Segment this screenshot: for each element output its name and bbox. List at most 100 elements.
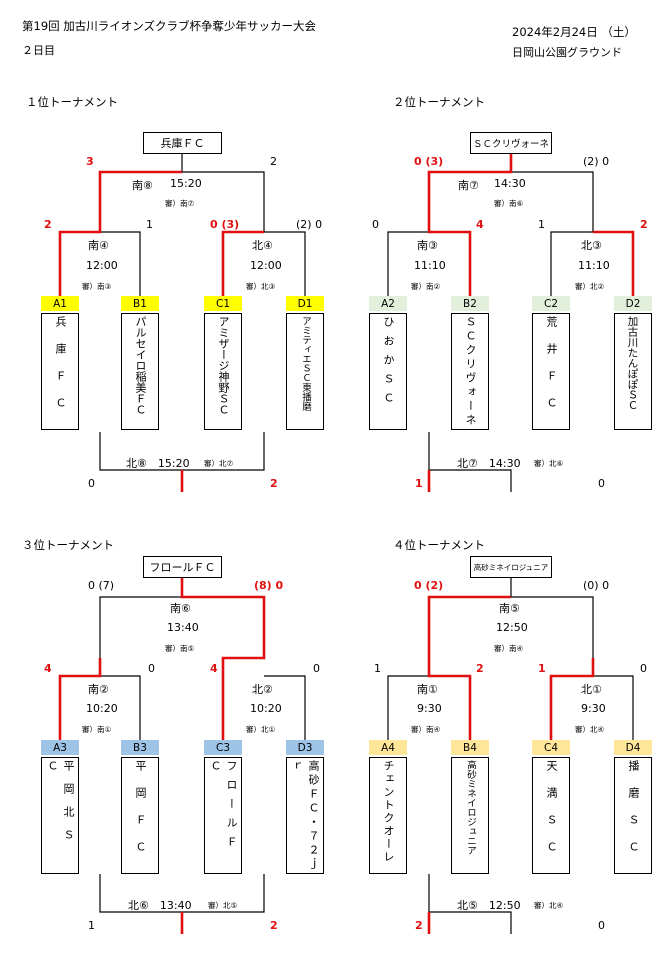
t1-semi-right-score-right: (2) 0: [296, 218, 323, 231]
t2-team-d2: 加古川たんぽぽＳＣ: [614, 313, 652, 430]
t2-semi-right-score-right: 2: [640, 218, 648, 231]
t3-label-c3: C3: [204, 740, 242, 755]
t1-third-score-right: 2: [270, 477, 278, 490]
t3-semi-left-score-left: 4: [44, 662, 52, 675]
t3-final-time: 13:40: [167, 621, 199, 634]
t1-team-d1: アミティエＳＣ東播磨: [286, 313, 324, 430]
t2-winner-box: ＳＣクリヴォーネ: [470, 132, 552, 154]
t1-label-b1: B1: [121, 296, 159, 311]
t3-label-a3: A3: [41, 740, 79, 755]
t4-semi-left-venue: 南①: [417, 683, 438, 696]
t3-winner-box: フロールＦＣ: [143, 556, 222, 578]
t4-third-place-ref: 審）北④: [534, 901, 564, 910]
t4-team-a4: チェントクオーレ: [369, 757, 407, 874]
t2-semi-left-score-right: 4: [476, 218, 484, 231]
t1-final-ref: 審）南⑦: [165, 199, 195, 208]
t3-semi-left-ref: 審）南①: [82, 725, 112, 734]
t1-final-venue: 南⑧: [132, 179, 153, 192]
t1-semi-left-venue: 南④: [88, 239, 109, 252]
t1-semi-left-ref: 審）南③: [82, 282, 112, 291]
t4-semi-right-score-left: 1: [538, 662, 546, 675]
t4-final-time: 12:50: [496, 621, 528, 634]
t2-label-d2: D2: [614, 296, 652, 311]
t3-semi-right-ref: 審）北①: [246, 725, 276, 734]
t2-semi-left-time: 11:10: [414, 259, 446, 272]
t2-semi-right-ref: 審）北②: [575, 282, 605, 291]
t4-third-place-match: 北⑤ 12:50: [457, 899, 521, 912]
t4-heading: ４位トーナメント: [393, 538, 485, 552]
t4-team-b4: 高砂ミネイロジュニア: [451, 757, 489, 874]
t2-semi-right-score-left: 1: [538, 218, 545, 231]
t3-team-c3: フロールＦＣ: [204, 757, 242, 874]
t1-final-time: 15:20: [170, 177, 202, 190]
t2-semi-right-venue: 北③: [581, 239, 602, 252]
t4-team-d4: 播磨ＳＣ: [614, 757, 652, 874]
t4-semi-left-score-right: 2: [476, 662, 484, 675]
tournament-title: 第19回 加古川ライオンズクラブ杯争奪少年サッカー大会: [22, 19, 317, 33]
t3-semi-right-time: 10:20: [250, 702, 282, 715]
t1-label-c1: C1: [204, 296, 242, 311]
t1-semi-left-score-right: 1: [146, 218, 153, 231]
t2-final-ref: 審）南⑥: [494, 199, 524, 208]
t2-final-score-right: (2) 0: [583, 155, 610, 168]
t3-team-b3: 平岡ＦＣ: [121, 757, 159, 874]
t1-heading: １位トーナメント: [26, 95, 118, 109]
t2-third-score-right: 0: [598, 477, 605, 490]
t3-team-d3: 高砂ＦＣ・７２ｊｒ: [286, 757, 324, 874]
t3-semi-right-score-left: 4: [210, 662, 218, 675]
t1-semi-right-time: 12:00: [250, 259, 282, 272]
t3-third-score-right: 2: [270, 919, 278, 932]
t3-semi-right-score-right: 0: [313, 662, 320, 675]
t2-team-c2: 荒井ＦＣ: [532, 313, 570, 430]
date-label: 2024年2月24日 （土）: [512, 25, 636, 39]
t4-final-ref: 審）南④: [494, 644, 524, 653]
t1-semi-left-time: 12:00: [86, 259, 118, 272]
t2-third-place-match: 北⑦ 14:30: [457, 457, 521, 470]
t2-third-score-left: 1: [415, 477, 423, 490]
t2-final-score-left: 0 (3): [414, 155, 444, 168]
t2-semi-left-ref: 審）南②: [411, 282, 441, 291]
t1-team-b1: パルセイロ稲美ＦＣ: [121, 313, 159, 430]
t2-team-a2: ひおかＳＣ: [369, 313, 407, 430]
t1-third-place-match: 北⑧ 15:20: [126, 457, 190, 470]
t4-final-venue: 南⑤: [499, 602, 520, 615]
t1-team-a1: 兵庫ＦＣ: [41, 313, 79, 430]
t2-final-time: 14:30: [494, 177, 526, 190]
t4-semi-right-time: 9:30: [581, 702, 606, 715]
t3-final-score-right: (8) 0: [254, 579, 284, 592]
t3-label-d3: D3: [286, 740, 324, 755]
venue-label: 日岡山公園グラウンド: [512, 46, 622, 59]
t1-third-place-ref: 審）北⑦: [204, 459, 234, 468]
t1-winner-box: 兵庫ＦＣ: [143, 132, 222, 154]
t4-label-d4: D4: [614, 740, 652, 755]
t4-label-c4: C4: [532, 740, 570, 755]
t4-final-score-right: (0) 0: [583, 579, 610, 592]
t4-semi-right-venue: 北①: [581, 683, 602, 696]
t1-label-a1: A1: [41, 296, 79, 311]
t3-semi-left-score-right: 0: [148, 662, 155, 675]
t2-final-venue: 南⑦: [458, 179, 479, 192]
t3-semi-right-venue: 北②: [252, 683, 273, 696]
t4-label-a4: A4: [369, 740, 407, 755]
t3-semi-left-venue: 南②: [88, 683, 109, 696]
t4-label-b4: B4: [451, 740, 489, 755]
t1-semi-right-venue: 北④: [252, 239, 273, 252]
t4-semi-left-score-left: 1: [374, 662, 381, 675]
t2-semi-left-score-left: 0: [372, 218, 379, 231]
t4-final-score-left: 0 (2): [414, 579, 444, 592]
t1-final-score-right: 2: [270, 155, 277, 168]
t3-third-place-match: 北⑥ 13:40: [128, 899, 192, 912]
t2-heading: ２位トーナメント: [393, 95, 485, 109]
t4-winner-box: 高砂ミネイロジュニア: [470, 556, 552, 578]
t3-semi-left-time: 10:20: [86, 702, 118, 715]
t4-semi-left-time: 9:30: [417, 702, 442, 715]
day-label: ２日目: [22, 44, 55, 57]
t3-final-ref: 審）南⑤: [165, 644, 195, 653]
t2-third-place-ref: 審）北⑥: [534, 459, 564, 468]
t1-semi-right-score-left: 0 (3): [210, 218, 240, 231]
t3-final-venue: 南⑥: [170, 602, 191, 615]
t1-semi-right-ref: 審）北③: [246, 282, 276, 291]
t4-third-score-right: 0: [598, 919, 605, 932]
t1-third-score-left: 0: [88, 477, 95, 490]
